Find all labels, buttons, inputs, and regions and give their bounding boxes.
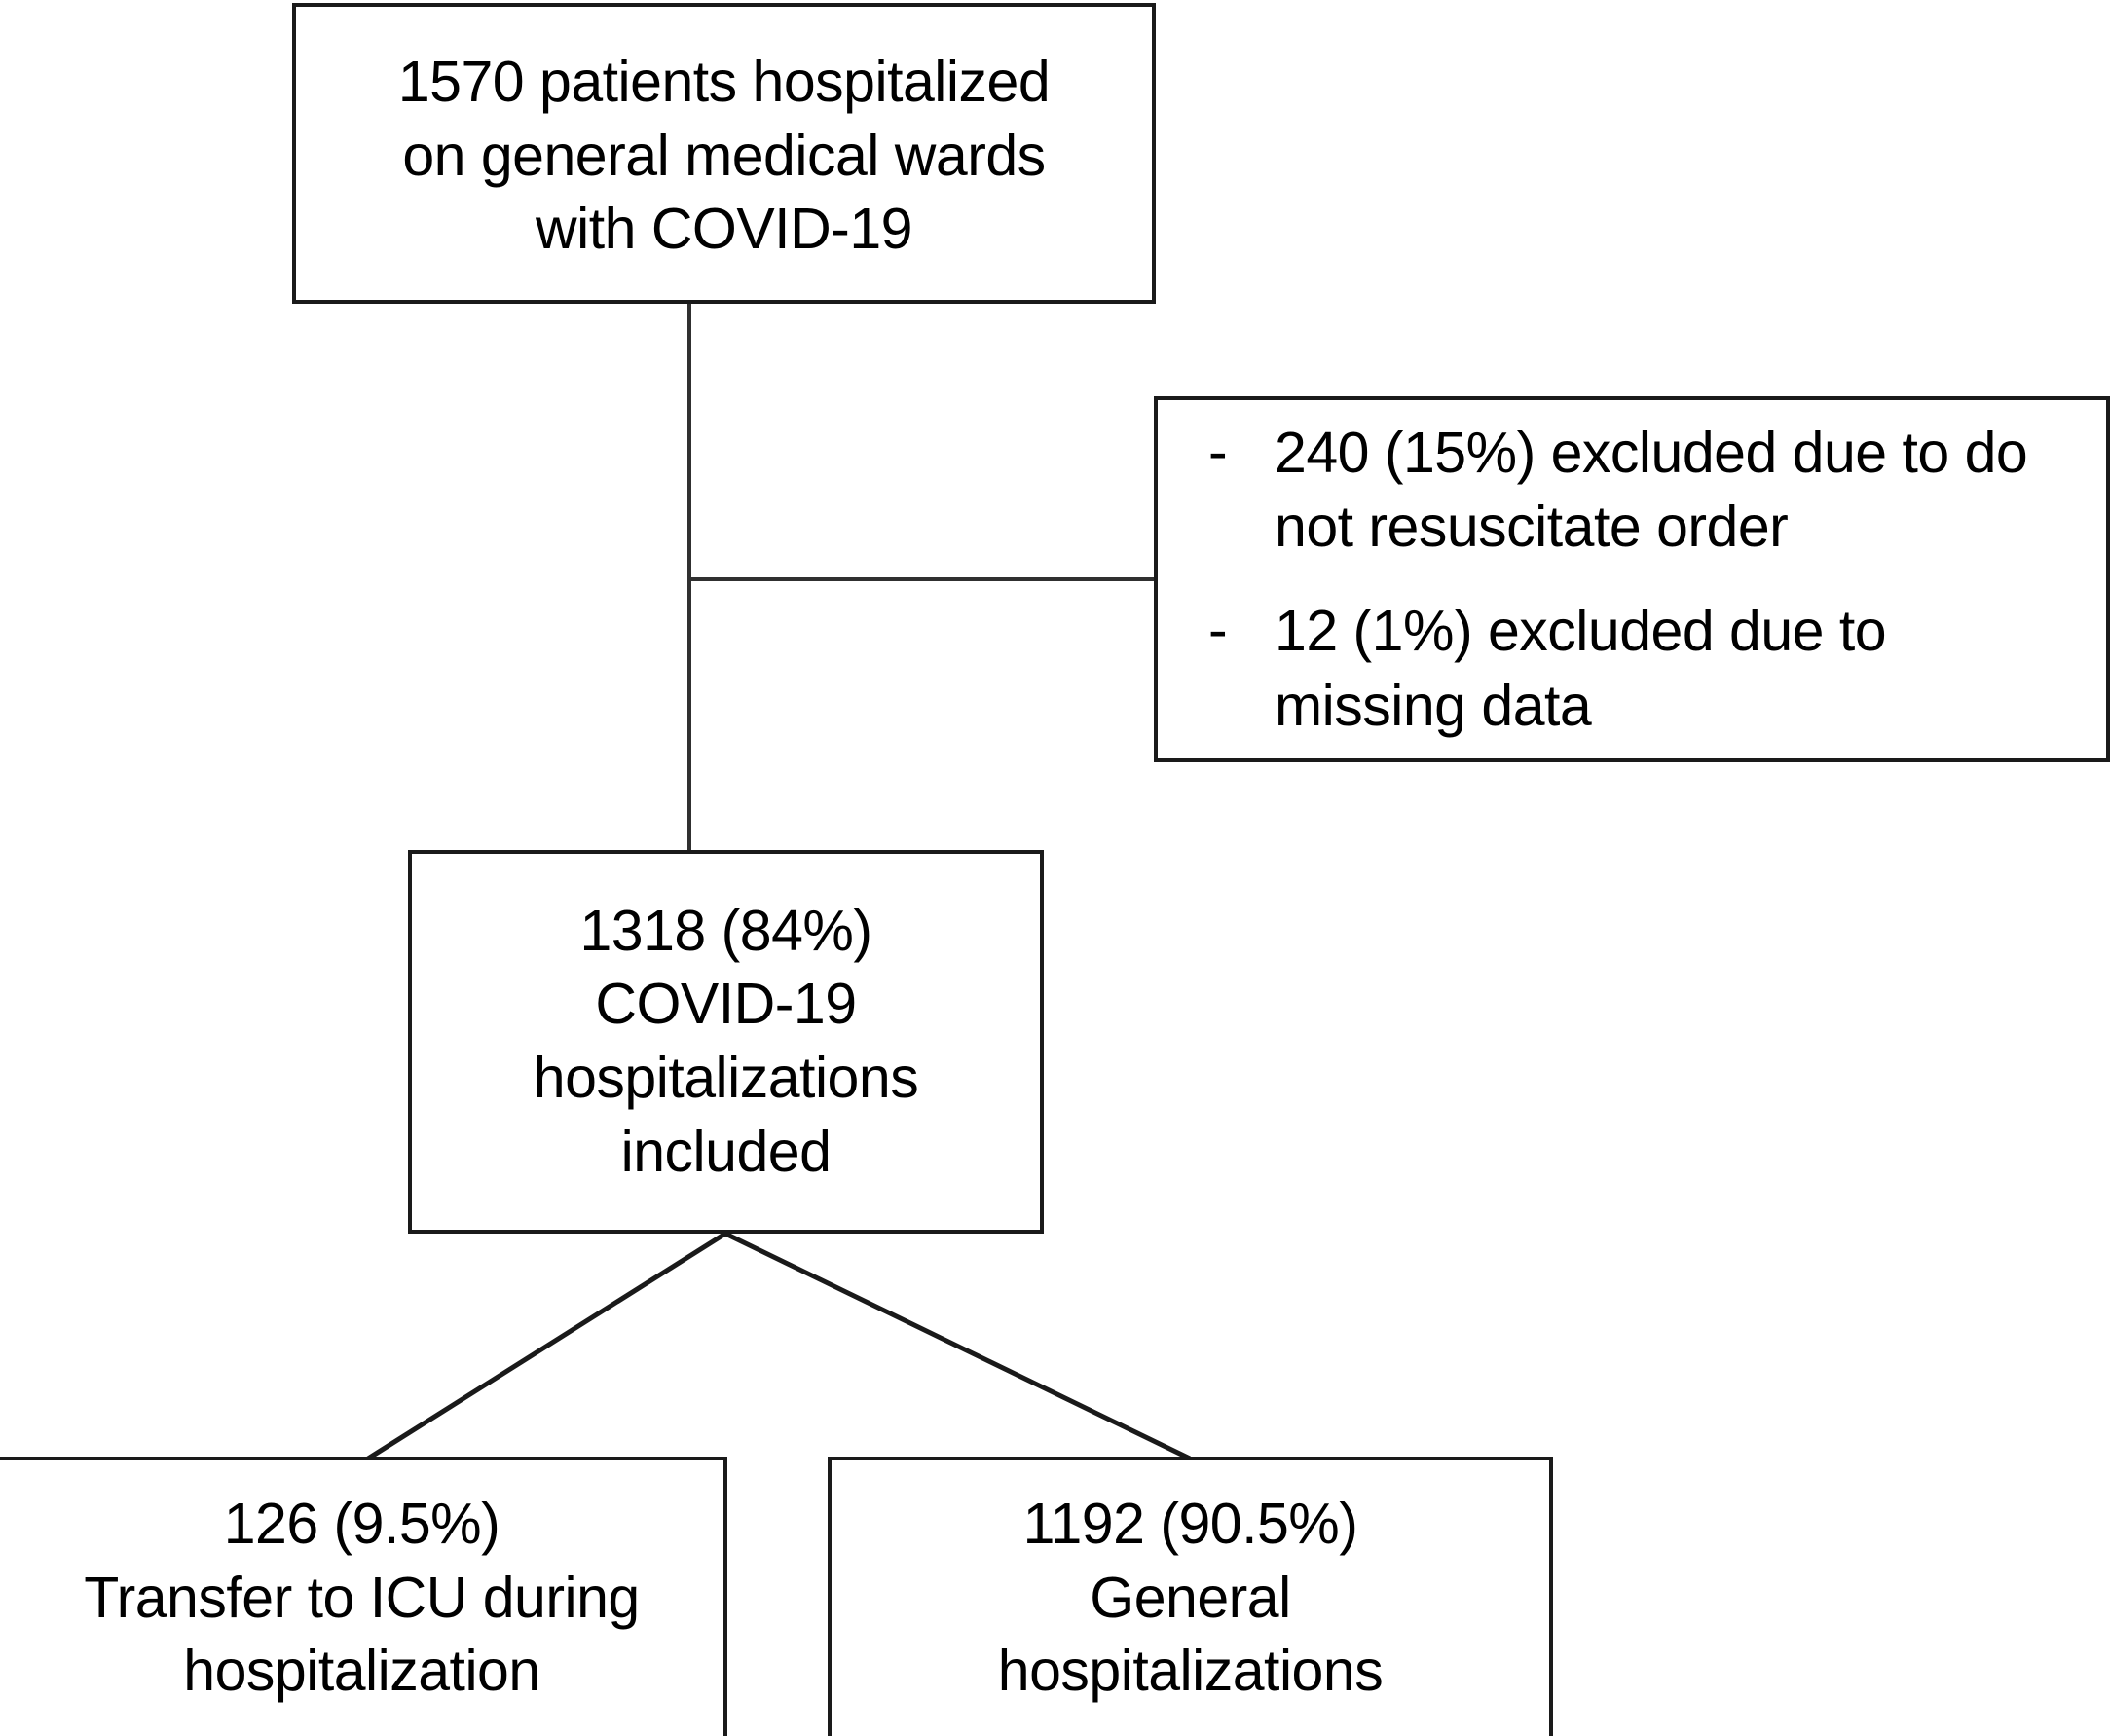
icu-line-3: hospitalization: [183, 1639, 540, 1704]
box-included-hospitalizations: 1318 (84%) COVID-19 hospitalizations inc…: [408, 850, 1044, 1234]
exclusion-item-1-line-1: 240 (15%) excluded due to do: [1275, 420, 2028, 485]
box-icu-transfer: 126 (9.5%) Transfer to ICU during hospit…: [0, 1457, 727, 1736]
cohort-line-1: 1570 patients hospitalized: [397, 50, 1051, 115]
exclusion-item-2-text: 12 (1%) excluded due to missing data: [1275, 594, 2106, 743]
connector-branch-right: [723, 1231, 1192, 1461]
connector-split-to-outcomes: [366, 1231, 1192, 1461]
connector-to-exclusions: [689, 577, 1156, 581]
cohort-line-3: with COVID-19: [536, 197, 912, 262]
bullet-dash-icon: -: [1208, 419, 1228, 484]
connector-cohort-to-included: [687, 302, 691, 852]
exclusion-item-1-text: 240 (15%) excluded due to do not resusci…: [1275, 416, 2106, 565]
included-line-2: COVID-19: [595, 972, 857, 1037]
exclusion-item-2-line-1: 12 (1%) excluded due to: [1275, 599, 1887, 663]
included-line-3: hospitalizations: [533, 1046, 919, 1110]
icu-line-2: Transfer to ICU during: [84, 1565, 640, 1630]
exclusion-item-1: - 240 (15%) excluded due to do not resus…: [1201, 416, 2106, 565]
box-general-hospitalizations: 1192 (90.5%) General hospitalizations: [828, 1457, 1553, 1736]
bullet-dash-icon: -: [1208, 598, 1228, 662]
included-line-1: 1318 (84%): [579, 898, 872, 963]
connector-branch-left: [366, 1231, 727, 1461]
included-line-4: included: [620, 1119, 832, 1184]
box-cohort-total: 1570 patients hospitalized on general me…: [292, 3, 1156, 304]
exclusion-item-1-line-2: not resuscitate order: [1275, 495, 1789, 560]
icu-line-1: 126 (9.5%): [223, 1492, 500, 1557]
exclusion-item-2-line-2: missing data: [1275, 673, 1592, 738]
exclusion-item-2: - 12 (1%) excluded due to missing data: [1201, 594, 2106, 743]
cohort-line-2: on general medical wards: [402, 123, 1046, 188]
box-exclusions: - 240 (15%) excluded due to do not resus…: [1154, 396, 2110, 762]
general-line-3: hospitalizations: [997, 1639, 1384, 1704]
general-line-1: 1192 (90.5%): [1022, 1492, 1358, 1557]
general-line-2: General: [1090, 1565, 1291, 1630]
